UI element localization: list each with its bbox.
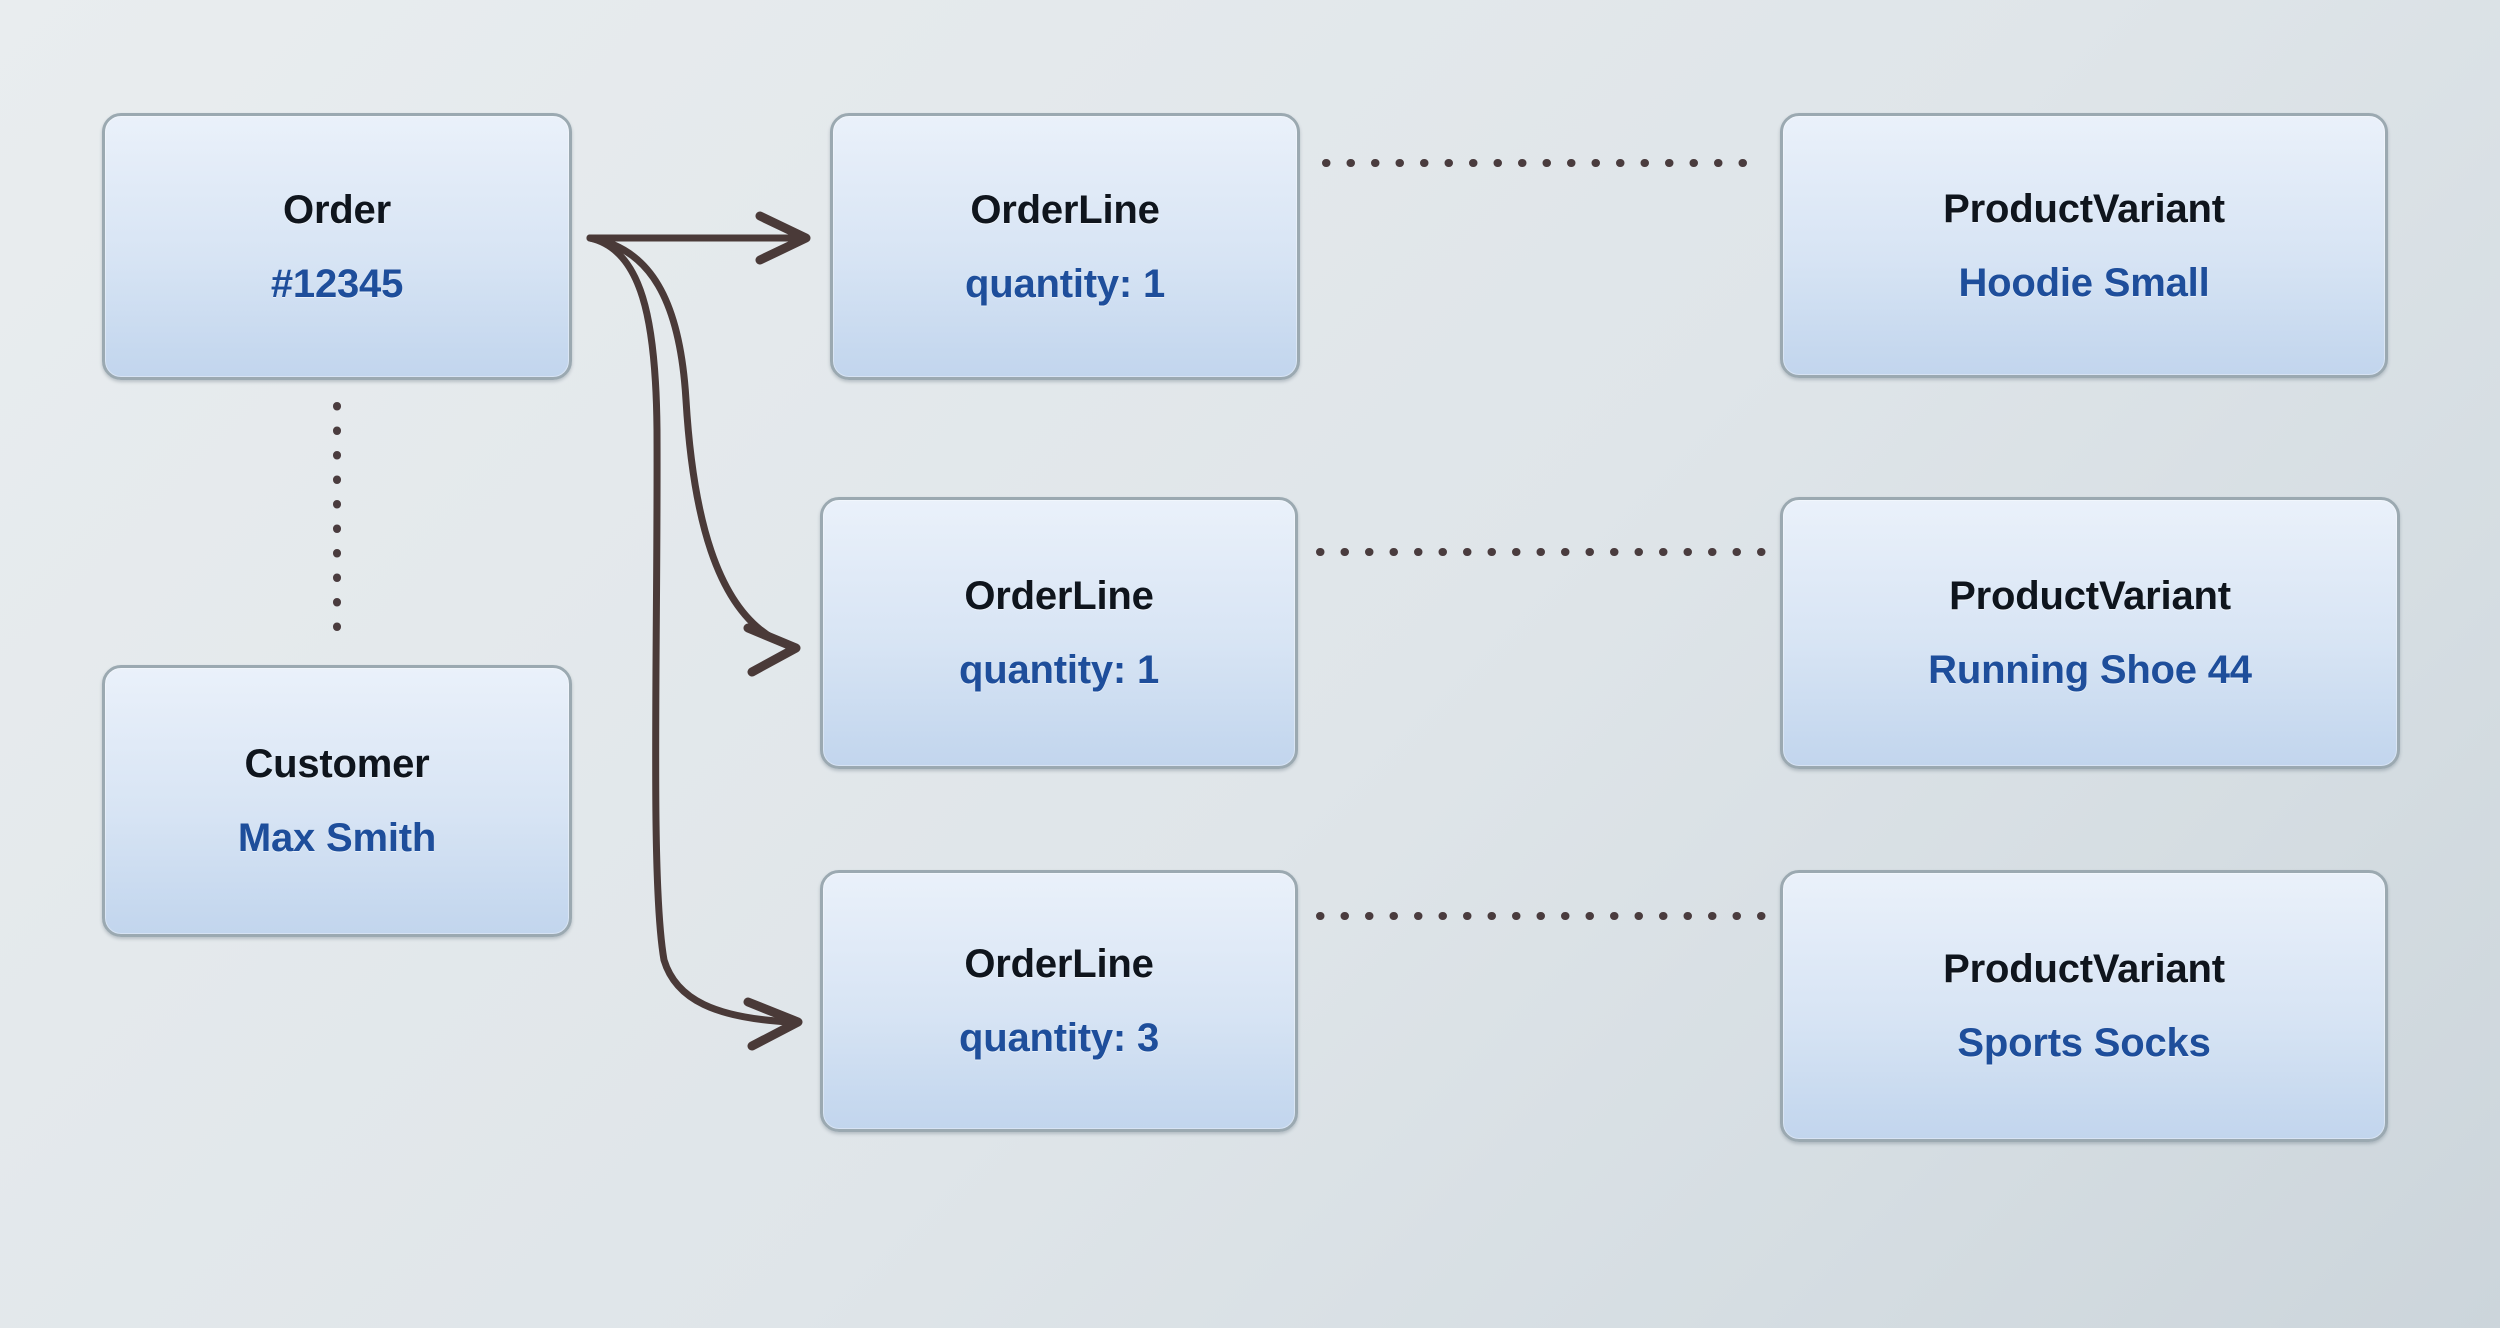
node-orderline-3-subtitle: quantity: 3: [958, 1016, 1160, 1060]
node-order[interactable]: Order #12345: [102, 113, 572, 380]
node-customer[interactable]: Customer Max Smith: [102, 665, 572, 937]
node-orderline-2-subtitle: quantity: 1: [958, 648, 1160, 692]
node-productvariant-1-title: ProductVariant: [1943, 186, 2225, 231]
edge-order-to-orderline-1: [586, 211, 811, 265]
edge-order-to-orderline-3: [586, 234, 803, 1051]
node-order-title: Order: [283, 187, 391, 232]
node-orderline-1-subtitle: quantity: 1: [964, 261, 1166, 306]
node-productvariant-1-subtitle: Hoodie Small: [1958, 260, 2210, 305]
node-productvariant-3[interactable]: ProductVariant Sports Socks: [1780, 870, 2388, 1142]
node-customer-subtitle: Max Smith: [237, 816, 437, 860]
node-productvariant-2[interactable]: ProductVariant Running Shoe 44: [1780, 497, 2400, 769]
node-order-subtitle: #12345: [270, 261, 404, 306]
node-orderline-1[interactable]: OrderLine quantity: 1: [830, 113, 1300, 380]
node-productvariant-1[interactable]: ProductVariant Hoodie Small: [1780, 113, 2388, 378]
node-productvariant-2-subtitle: Running Shoe 44: [1928, 648, 2252, 692]
node-productvariant-3-title: ProductVariant: [1943, 947, 2225, 991]
node-productvariant-3-subtitle: Sports Socks: [1957, 1021, 2211, 1065]
edge-order-to-orderline-2: [586, 234, 801, 677]
node-orderline-3[interactable]: OrderLine quantity: 3: [820, 870, 1298, 1132]
node-orderline-3-title: OrderLine: [964, 942, 1154, 986]
node-productvariant-2-title: ProductVariant: [1949, 574, 2231, 618]
node-customer-title: Customer: [244, 742, 430, 786]
node-orderline-1-title: OrderLine: [970, 187, 1160, 232]
node-orderline-2[interactable]: OrderLine quantity: 1: [820, 497, 1298, 769]
node-orderline-2-title: OrderLine: [964, 574, 1154, 618]
